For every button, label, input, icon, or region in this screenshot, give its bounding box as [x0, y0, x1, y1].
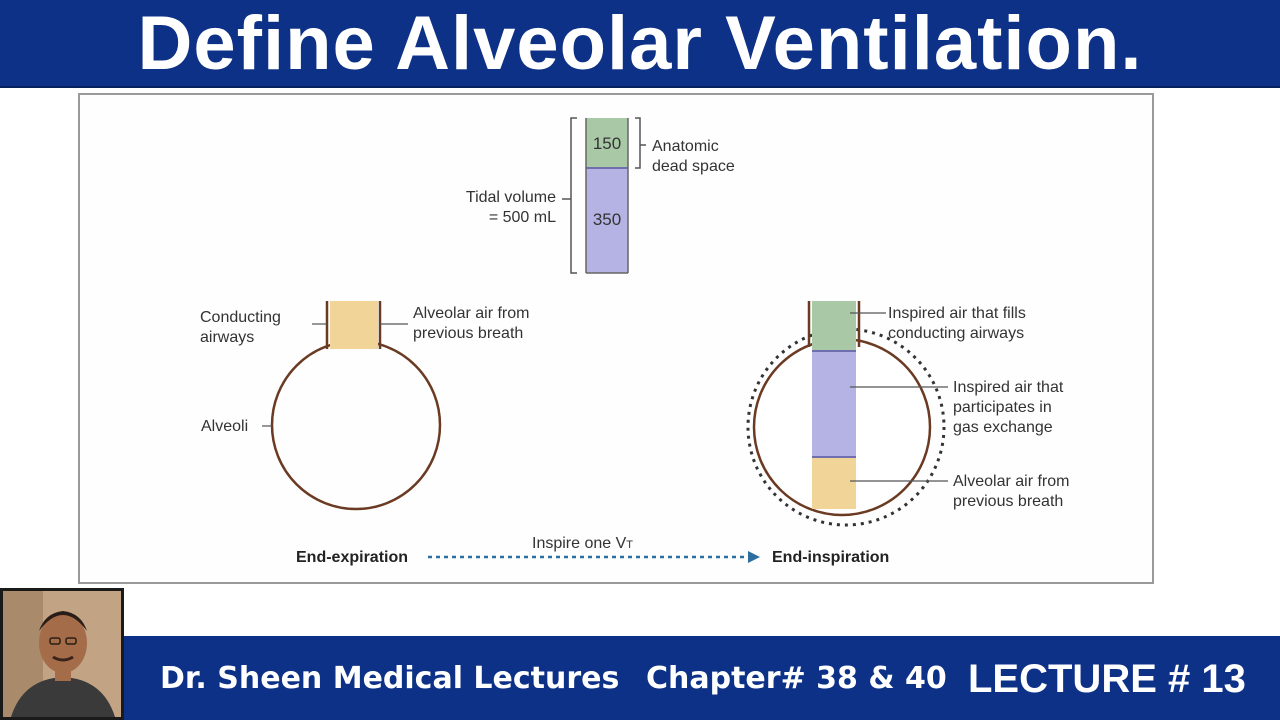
arrow-head-icon	[748, 551, 760, 563]
inspire-vt-text: Inspire one V	[532, 535, 627, 552]
gas-exchange-air-segment	[812, 351, 856, 457]
inspired-participates-label-3: gas exchange	[953, 419, 1053, 436]
expanded-alveolus-outline	[746, 327, 946, 527]
presenter-photo-icon	[0, 588, 124, 720]
alveolar-air-right-label-1: Alveolar air from	[953, 473, 1069, 490]
chapter-label: Chapter# 38 & 40	[646, 661, 947, 696]
gas-exchange-segment	[586, 168, 628, 273]
page-title: Define Alveolar Ventilation.	[137, 1, 1143, 86]
alveolar-air-left-label-1: Alveolar air from	[413, 305, 529, 322]
alveolar-air-right-label-2: previous breath	[953, 493, 1063, 510]
end-inspiration-label: End-inspiration	[772, 549, 889, 566]
inspire-vt-label: Inspire one VT	[532, 535, 633, 552]
channel-name: Dr. Sheen Medical Lectures	[160, 661, 620, 696]
inspired-fills-label-1: Inspired air that fills	[888, 305, 1026, 322]
tidal-volume-label-2: = 500 mL	[489, 209, 556, 226]
dead-space-air-segment	[812, 301, 856, 351]
alveolus-end-expiration	[262, 301, 442, 511]
title-bar: Define Alveolar Ventilation.	[0, 0, 1280, 88]
bar-bottom-value: 350	[593, 210, 621, 229]
inspired-participates-label-2: participates in	[953, 399, 1052, 416]
footer-bar: Dr. Sheen Medical Lectures Chapter# 38 &…	[0, 636, 1280, 720]
previous-alveolar-air-segment	[812, 457, 856, 509]
alveolar-ventilation-figure: 150 350 Anatomic dead space Tidal volume…	[78, 93, 1154, 584]
alveolar-air-left-label-2: previous breath	[413, 325, 523, 342]
bar-top-value: 150	[593, 134, 621, 153]
alveoli-label: Alveoli	[201, 418, 248, 435]
lecture-label: LECTURE # 13	[968, 657, 1246, 701]
diagram-canvas: 150 350 Anatomic dead space Tidal volume…	[200, 117, 1069, 566]
tidal-volume-label-1: Tidal volume	[466, 189, 556, 206]
alveolus-end-inspiration	[746, 301, 948, 527]
inspired-fills-label-2: conducting airways	[888, 325, 1024, 342]
inspired-participates-label-1: Inspired air that	[953, 379, 1064, 396]
alveolar-air-segment	[330, 301, 378, 349]
anatomic-label-1: Anatomic	[652, 138, 719, 155]
conducting-airways-label-2: airways	[200, 329, 254, 346]
inspire-vt-subscript: T	[626, 539, 633, 551]
dead-space-segment	[586, 118, 628, 168]
tidal-volume-bar: 150 350	[562, 117, 646, 274]
end-expiration-label: End-expiration	[296, 549, 408, 566]
anatomic-label-2: dead space	[652, 158, 735, 175]
conducting-airways-label-1: Conducting	[200, 309, 281, 326]
